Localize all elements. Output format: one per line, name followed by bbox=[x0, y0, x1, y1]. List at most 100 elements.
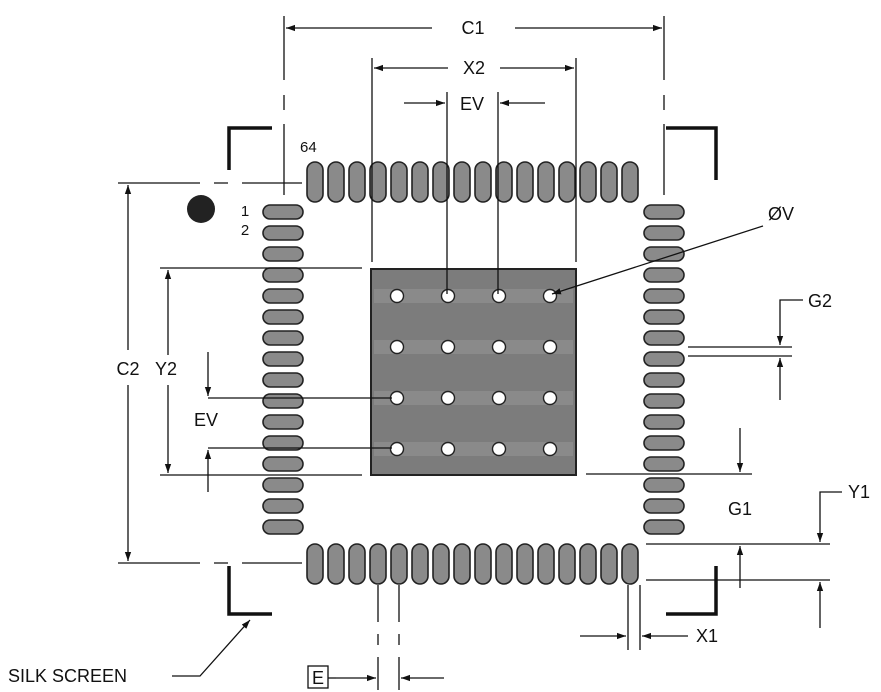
silk-corner-bottom-left bbox=[227, 566, 272, 616]
pad-left bbox=[262, 351, 304, 367]
pad-left bbox=[262, 435, 304, 451]
pad-right bbox=[643, 225, 685, 241]
pin1-indicator-dot bbox=[187, 195, 215, 223]
pad-bottom bbox=[306, 543, 324, 585]
pad-top bbox=[537, 161, 555, 203]
pad-left bbox=[262, 267, 304, 283]
pad-bottom bbox=[390, 543, 408, 585]
label-pin-1: 1 bbox=[241, 203, 249, 220]
pad-right bbox=[643, 309, 685, 325]
pad-right bbox=[643, 288, 685, 304]
silk-corner-top-left bbox=[227, 126, 272, 170]
pad-top bbox=[600, 161, 618, 203]
label-ev-top: EV bbox=[460, 94, 484, 114]
pad-left bbox=[262, 393, 304, 409]
thermal-vias bbox=[389, 288, 558, 457]
pad-right bbox=[643, 477, 685, 493]
pad-left bbox=[262, 225, 304, 241]
label-c2: C2 bbox=[116, 359, 139, 379]
label-via-diameter: ØV bbox=[768, 204, 794, 224]
pad-bottom bbox=[327, 543, 345, 585]
label-x2: X2 bbox=[463, 58, 485, 78]
pad-bottom bbox=[369, 543, 387, 585]
thermal-via bbox=[542, 390, 558, 406]
thermal-via bbox=[542, 339, 558, 355]
silk-corner-top-right bbox=[666, 126, 718, 180]
pad-right bbox=[643, 372, 685, 388]
thermal-via bbox=[389, 441, 405, 457]
pad-bottom bbox=[516, 543, 534, 585]
pad-bottom bbox=[537, 543, 555, 585]
pad-right bbox=[643, 246, 685, 262]
pad-left bbox=[262, 498, 304, 514]
thermal-via bbox=[491, 441, 507, 457]
pad-top bbox=[432, 161, 450, 203]
pad-right bbox=[643, 435, 685, 451]
thermal-pad-texture bbox=[374, 289, 573, 456]
pad-left bbox=[262, 246, 304, 262]
label-y2: Y2 bbox=[155, 359, 177, 379]
pad-right bbox=[643, 456, 685, 472]
label-ev-left: EV bbox=[194, 410, 218, 430]
thermal-via bbox=[389, 339, 405, 355]
pad-top bbox=[327, 161, 345, 203]
pad-bottom bbox=[474, 543, 492, 585]
pad-bottom bbox=[600, 543, 618, 585]
pad-right bbox=[643, 414, 685, 430]
pad-left bbox=[262, 204, 304, 220]
thermal-via bbox=[491, 390, 507, 406]
silk-corner-bottom-right bbox=[666, 566, 718, 616]
e-label-box bbox=[307, 665, 329, 689]
thermal-via bbox=[440, 339, 456, 355]
label-pin-2: 2 bbox=[241, 222, 249, 239]
thermal-pad bbox=[370, 268, 577, 476]
pad-left bbox=[262, 309, 304, 325]
pad-top bbox=[579, 161, 597, 203]
pad-bottom bbox=[621, 543, 639, 585]
pad-top bbox=[558, 161, 576, 203]
pad-top bbox=[621, 161, 639, 203]
thermal-via bbox=[491, 339, 507, 355]
pad-top bbox=[411, 161, 429, 203]
label-x1: X1 bbox=[696, 626, 718, 646]
pad-left bbox=[262, 372, 304, 388]
pad-bottom bbox=[432, 543, 450, 585]
pad-left bbox=[262, 477, 304, 493]
pad-top bbox=[474, 161, 492, 203]
pad-left bbox=[262, 519, 304, 535]
thermal-via bbox=[440, 288, 456, 304]
silk-screen-corners bbox=[227, 126, 718, 616]
silk-screen-leader bbox=[172, 619, 251, 677]
pad-top bbox=[453, 161, 471, 203]
pad-bottom bbox=[558, 543, 576, 585]
label-g2: G2 bbox=[808, 291, 832, 311]
thermal-via bbox=[389, 390, 405, 406]
thermal-via bbox=[440, 390, 456, 406]
pad-bottom bbox=[579, 543, 597, 585]
thermal-via bbox=[389, 288, 405, 304]
pad-right bbox=[643, 351, 685, 367]
label-pin-64: 64 bbox=[300, 139, 317, 156]
pad-top bbox=[369, 161, 387, 203]
pad-right bbox=[643, 330, 685, 346]
pad-top bbox=[390, 161, 408, 203]
label-y1: Y1 bbox=[848, 482, 870, 502]
thermal-via bbox=[542, 288, 558, 304]
pad-bottom bbox=[453, 543, 471, 585]
pad-bottom bbox=[411, 543, 429, 585]
pad-top bbox=[516, 161, 534, 203]
pad-right bbox=[643, 393, 685, 409]
pad-top bbox=[306, 161, 324, 203]
pads-left-column bbox=[262, 204, 304, 535]
pads-top-row bbox=[306, 161, 639, 203]
via-diameter-leader bbox=[551, 225, 764, 295]
pad-bottom bbox=[495, 543, 513, 585]
pad-top bbox=[495, 161, 513, 203]
label-g1: G1 bbox=[728, 499, 752, 519]
dimension-labels: C1 X2 EV 64 1 2 ØV G2 C2 Y2 EV G1 Y1 X1 … bbox=[8, 18, 870, 688]
thermal-via bbox=[440, 441, 456, 457]
pad-bottom bbox=[348, 543, 366, 585]
pad-left bbox=[262, 288, 304, 304]
